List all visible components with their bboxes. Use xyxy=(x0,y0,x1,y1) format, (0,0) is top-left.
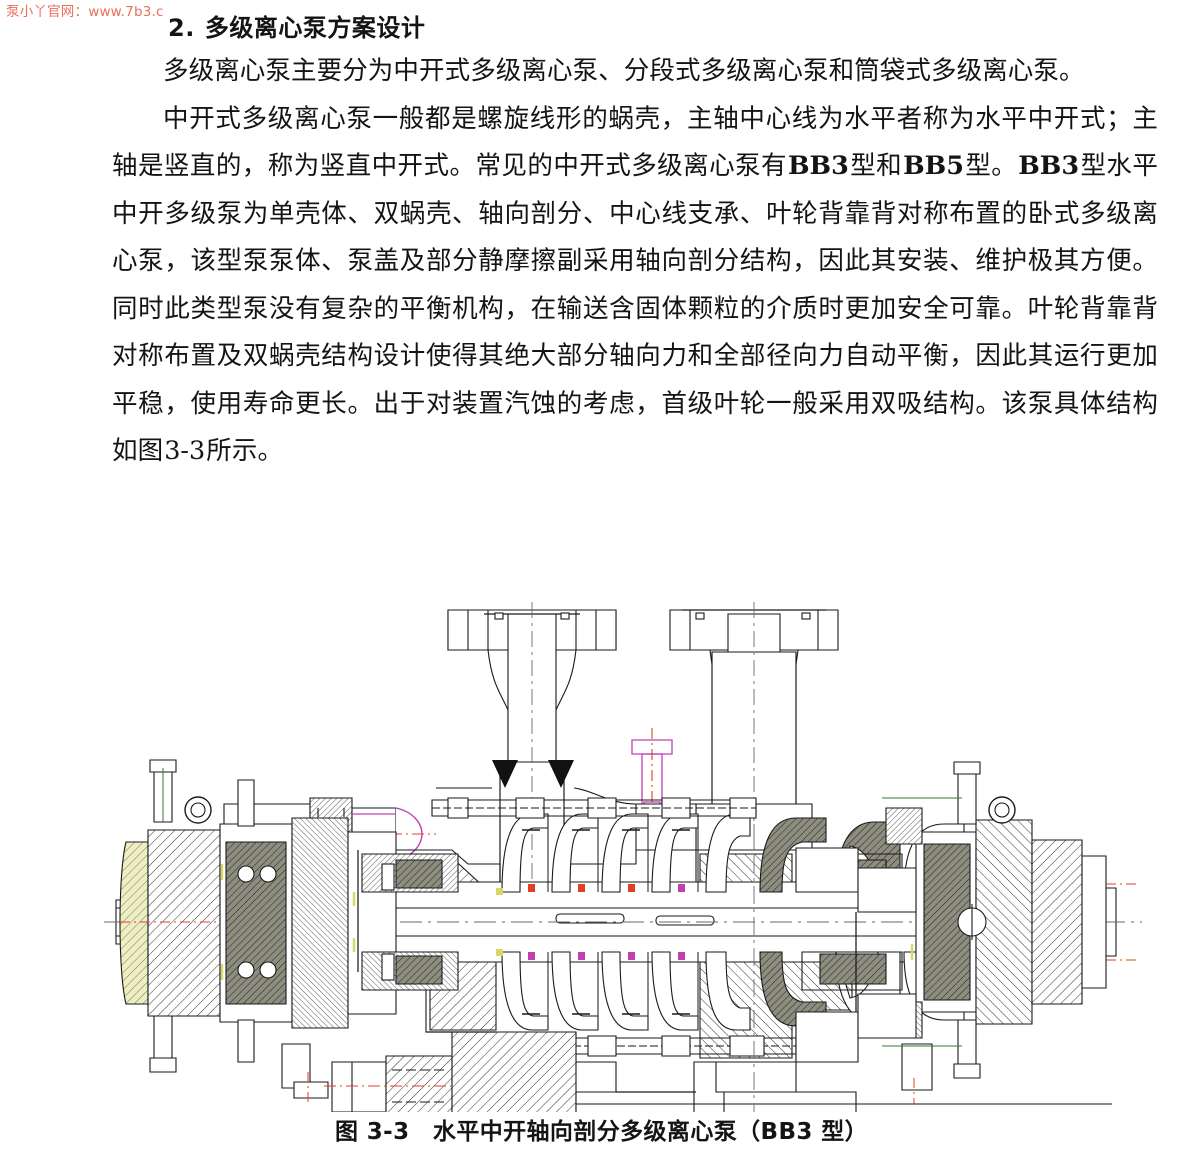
casing-outline-strokes xyxy=(357,850,857,1093)
drain-nozzle-bottom xyxy=(331,1031,577,1112)
inline-latin-term: BB5 xyxy=(903,151,964,181)
inline-latin-term: BB3 xyxy=(1018,151,1080,181)
right-green-marks xyxy=(882,797,962,1047)
paragraph-2: 中开式多级离心泵一般都是螺旋线形的蜗壳，主轴中心线为水平者称为水平中开式；主轴是… xyxy=(112,103,1158,467)
centerline-support-feet xyxy=(795,847,917,1063)
inline-latin-term: 3-3 xyxy=(164,436,206,466)
nozzle-fillet-solid-right xyxy=(548,760,574,788)
mechanical-seal-left xyxy=(361,853,459,991)
impeller-seal-marks xyxy=(496,884,685,960)
nozzle-axis-dashdot xyxy=(531,602,755,892)
section-heading-title: 多级离心泵方案设计 xyxy=(204,14,426,42)
right-bearing-centerlines xyxy=(913,883,1138,1104)
left-seal-yellow-marks xyxy=(220,864,356,980)
casing-foot-baseplate xyxy=(575,1061,1112,1112)
figure-technical-drawing xyxy=(96,592,1156,1112)
paragraph-1: 多级离心泵主要分为中开式多级离心泵、分段式多级离心泵和筒袋式多级离心泵。 xyxy=(163,56,1085,86)
casing-tie-bolts-bottom xyxy=(495,1035,797,1057)
bearing-housing-right xyxy=(885,761,1107,1091)
site-watermark: 泵小丫官网：www.7b3.c xyxy=(6,4,164,20)
left-bearing-centerlines xyxy=(120,921,309,1104)
casing-tie-bolts xyxy=(431,797,757,819)
section-heading: 2. 多级离心泵方案设计 xyxy=(168,8,425,43)
inline-latin-term: BB3 xyxy=(787,151,849,181)
pump-section-drawing-svg xyxy=(104,602,1142,1112)
body-text-block: 多级离心泵主要分为中开式多级离心泵、分段式多级离心泵和筒袋式多级离心泵。 中开式… xyxy=(112,48,1158,476)
figure-caption: 图 3-3 水平中开轴向剖分多级离心泵（BB3 型） xyxy=(334,1119,869,1145)
section-heading-number: 2. xyxy=(168,14,195,42)
nozzle-fillet-solid-left xyxy=(492,760,518,788)
